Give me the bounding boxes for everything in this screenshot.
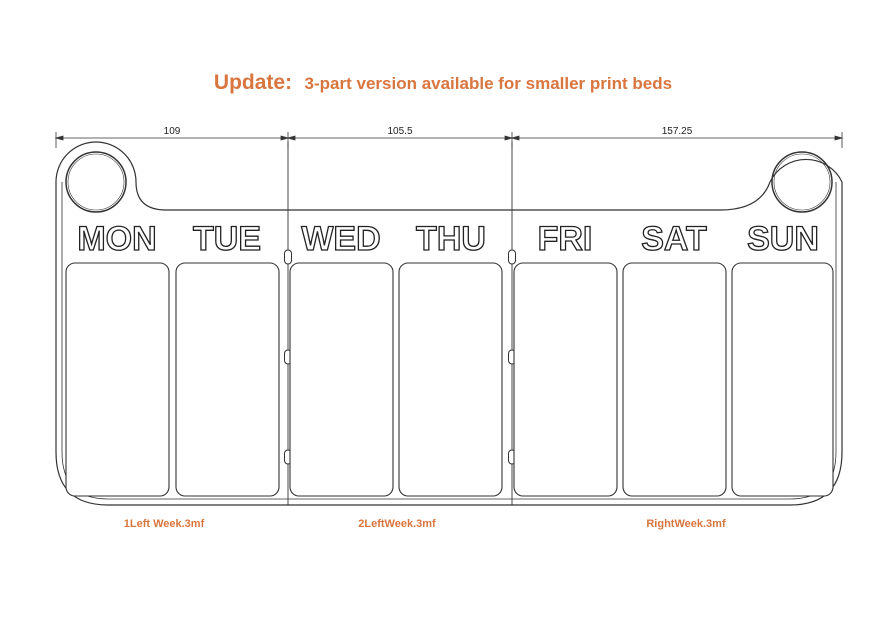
day-label-thu: THU (416, 220, 486, 258)
day-label-mon: MON (77, 220, 156, 258)
compartment-fri (513, 262, 618, 497)
day-label-wed: WED (301, 220, 380, 258)
title-rest: 3-part version available for smaller pri… (305, 74, 673, 93)
file-label-middle: 2LeftWeek.3mf (358, 518, 436, 530)
compartment-sun (731, 262, 834, 497)
corner-hole-right-inner (773, 153, 831, 211)
file-label-right: RightWeek.3mf (646, 518, 726, 530)
day-label-fri: FRI (538, 220, 593, 258)
page-title: Update: 3-part version available for sma… (214, 71, 672, 94)
tray-outline (55, 141, 843, 506)
day-label-sat: SAT (641, 220, 707, 258)
corner-hole-left-inner (67, 153, 125, 211)
connector-peg (284, 249, 292, 265)
dimension-lines (54, 132, 844, 148)
corner-hole-right (771, 151, 833, 213)
day-label-sun: SUN (747, 220, 819, 258)
compartment-tue (175, 262, 280, 497)
compartment-mon (65, 262, 170, 497)
corner-hole-left (65, 151, 127, 213)
file-label-left: 1Left Week.3mf (124, 518, 205, 530)
title-prefix: Update: (214, 71, 292, 94)
dimension-label-1: 109 (164, 126, 181, 137)
day-label-tue: TUE (193, 220, 261, 258)
compartment-wed (289, 262, 394, 497)
dimension-label-3: 157.25 (662, 126, 693, 137)
compartment-thu (398, 262, 503, 497)
compartment-sat (622, 262, 727, 497)
connector-peg (508, 249, 516, 265)
dimension-label-2: 105.5 (387, 126, 412, 137)
connector-pegs (284, 249, 516, 465)
day-labels: MON TUE WED THU FRI SAT SUN (77, 219, 820, 258)
compartments (65, 262, 834, 497)
